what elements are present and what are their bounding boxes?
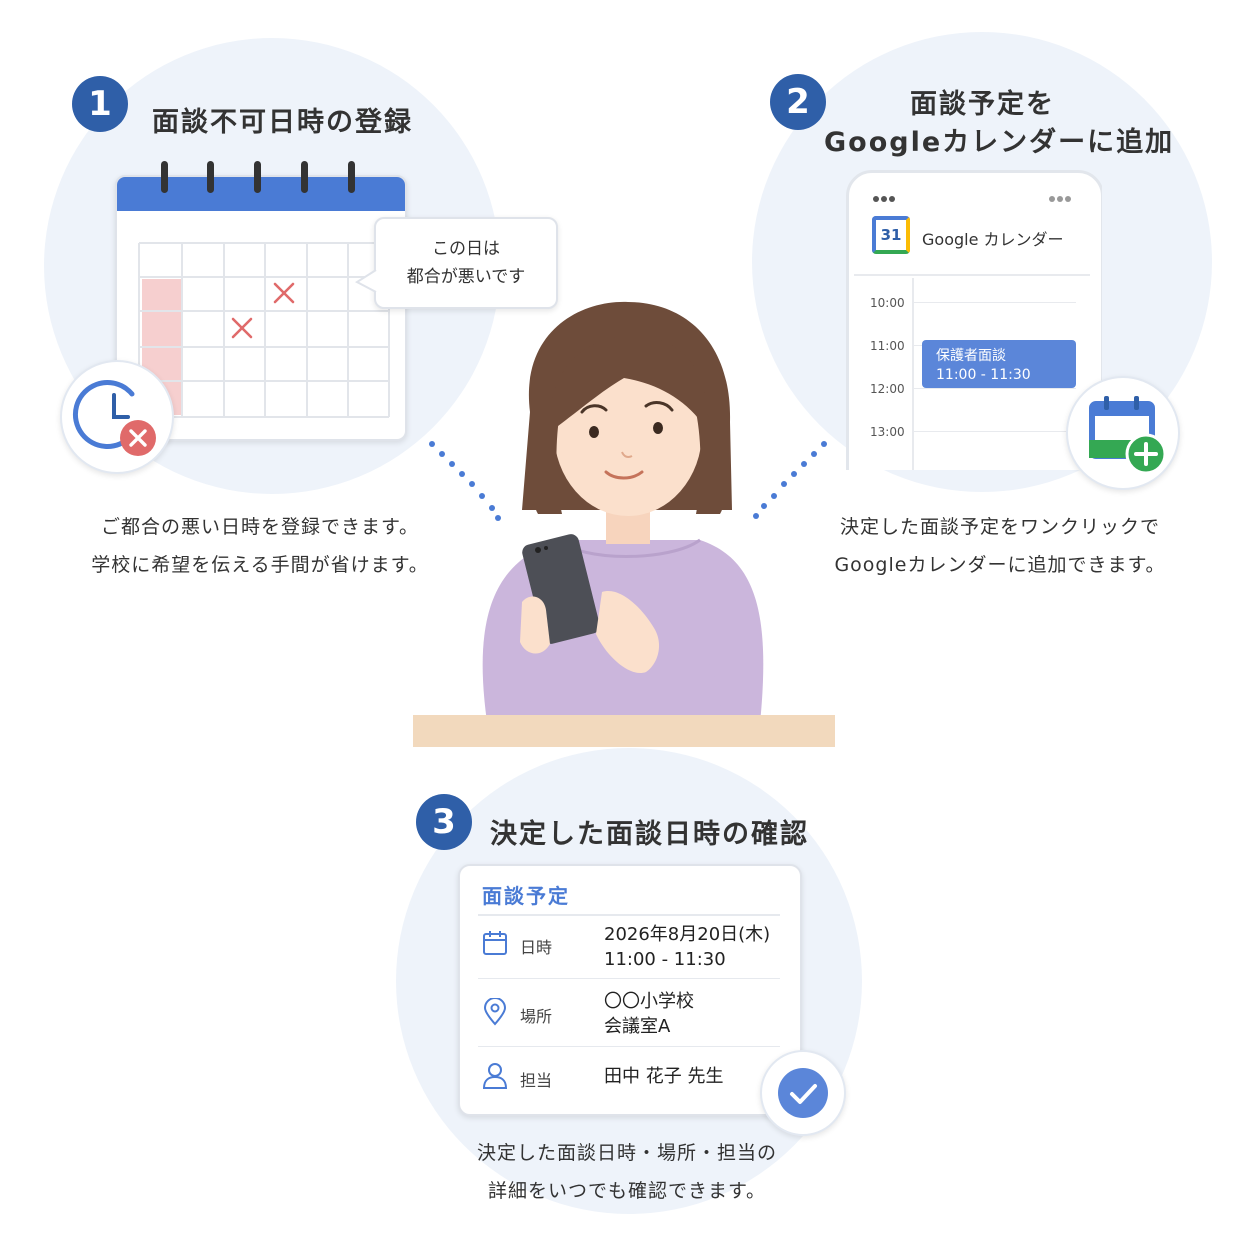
person-icon [482,1063,508,1089]
step3-description: 決定した面談日時・場所・担当の 詳細をいつでも確認できます。 [417,1134,837,1210]
parent-with-smartphone-illustration [413,301,835,747]
step3-title: 決定した面談日時の確認 [490,819,809,850]
card-title: 面談予定 [482,884,570,908]
row-value-datetime-line-2: 11:00 - 11:30 [604,949,726,970]
clock-cross-icon [60,360,174,474]
tooltip-tail [355,269,377,293]
google-calendar-app-icon: 31 [872,216,910,254]
location-pin-icon [483,998,507,1026]
add-calendar-icon [1066,376,1180,490]
row-value-datetime-line-1: 2026年8月20日(木) [604,924,771,945]
step2-title-line-2: Googleカレンダーに追加 [824,127,1175,158]
row-label-teacher: 担当 [520,1071,553,1090]
tooltip-line-1: この日は [432,239,500,259]
connector-dots-right [753,441,827,519]
step1-desc-line-1: ご都合の悪い日時を登録できます。 [100,516,420,538]
step2-number-badge: 2 [770,74,826,130]
step2-desc-line-2: Googleカレンダーに追加できます。 [834,554,1166,576]
step3-desc-line-1: 決定した面談日時・場所・担当の [476,1142,777,1164]
appointment-details-card: 面談予定 日時 2026年8月20日(木) 11:00 - 11:30 場所 〇… [458,864,802,1116]
calendar-icon [483,931,507,955]
step3-number-badge: 3 [416,794,472,850]
step1-number-badge: 1 [72,76,128,132]
event-time: 11:00 - 11:30 [936,367,1031,383]
checkmark-icon [760,1050,846,1136]
step1-title: 面談不可日時の登録 [152,107,413,138]
row-label-place: 場所 [520,1007,553,1026]
time-label: 13:00 [870,425,905,439]
tooltip-line-2: 都合が悪いです [406,267,526,287]
row-value-place-line-1: 〇〇小学校 [604,991,694,1012]
app-title: Google カレンダー [922,230,1064,249]
google-calendar-phone: 31 Google カレンダー 10:00 11:00 12:00 13:00 … [846,170,1102,470]
time-label: 10:00 [870,296,905,310]
step3-desc-line-2: 詳細をいつでも確認できます。 [487,1180,767,1202]
time-label: 11:00 [870,339,905,353]
step2-description: 決定した面談予定をワンクリックで Googleカレンダーに追加できます。 [790,508,1210,584]
row-label-datetime: 日時 [520,938,553,957]
calendar-event[interactable]: 保護者面談 11:00 - 11:30 [922,340,1076,388]
row-value-place-line-2: 会議室A [604,1016,671,1037]
event-title: 保護者面談 [936,348,1006,364]
unavailable-tooltip: この日は 都合が悪いです [374,217,558,309]
time-label: 12:00 [870,382,905,396]
step1-desc-line-2: 学校に希望を伝える手間が省けます。 [91,554,429,576]
unavailable-cross-icon [231,317,253,339]
step2-desc-line-1: 決定した面談予定をワンクリックで [839,516,1160,538]
step1-description: ご都合の悪い日時を登録できます。 学校に希望を伝える手間が省けます。 [50,508,470,584]
connector-dots-left [429,441,501,521]
row-value-teacher: 田中 花子 先生 [604,1066,724,1087]
unavailable-cross-icon [273,282,295,304]
step2-title-line-1: 面談予定を [910,89,1055,120]
